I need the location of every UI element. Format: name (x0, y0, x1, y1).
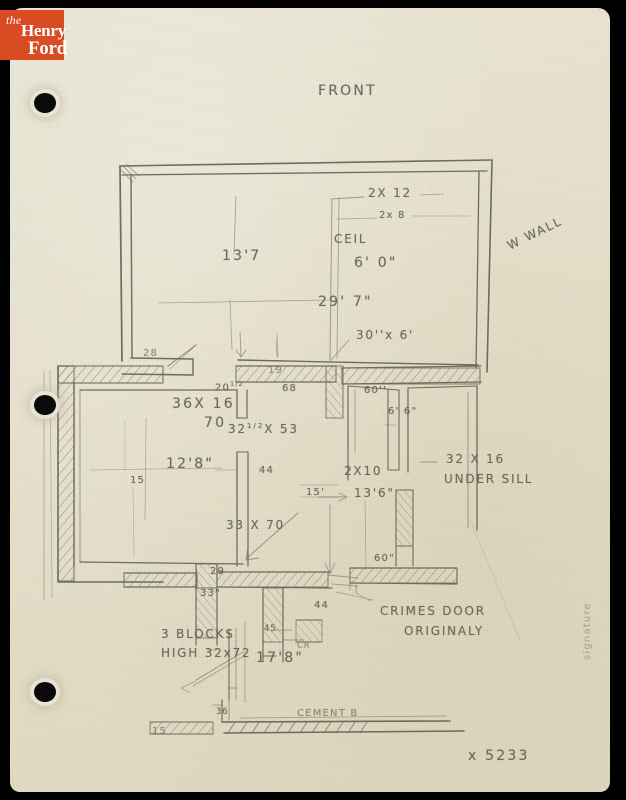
scanned-paper-sheet (10, 8, 610, 792)
label-ceil: CEIL (334, 232, 368, 246)
label-crimes-door-line1: CRIMES DOOR (380, 604, 486, 618)
the-henry-ford-logo: the Henry Ford (0, 10, 67, 60)
label-catalog-number: x 5233 (468, 748, 530, 764)
label-2x8: 2x 8 (379, 210, 406, 221)
label-15-left: 15 (130, 475, 146, 486)
label-6-6: 6' 6" (388, 406, 418, 417)
logo-line-henry: Henry (21, 21, 66, 40)
punch-hole-bottom (34, 682, 56, 702)
label-28: 28 (143, 348, 159, 359)
label-15-mid: 15' (306, 487, 326, 498)
label-20-half: 201/2 (215, 381, 244, 394)
label-blocks-line2: HIGH 32x72 (161, 646, 252, 660)
label-cement-b: CEMENT B (297, 708, 359, 719)
logo-line-ford: Ford (28, 38, 67, 59)
label-44: 44 (259, 465, 275, 476)
label-2x10: 2X10 (344, 464, 383, 478)
label-under-sill: UNDER SILL (444, 472, 534, 486)
label-32x16: 32 X 16 (446, 452, 505, 466)
label-44-lower: 44 (314, 600, 330, 611)
label-13-7: 13'7 (222, 248, 262, 264)
punch-hole-middle (34, 395, 56, 415)
label-17-8: 17'8" (256, 650, 305, 666)
label-13-6: 13'6" (354, 486, 395, 500)
label-36x16: 36X 16 (172, 396, 235, 412)
label-cr: CR (297, 641, 311, 651)
label-30x6: 30''x 6' (356, 328, 415, 342)
label-32half-x-53: 321/2X 53 (228, 421, 299, 436)
label-crimes-door-line2: ORIGINALY (404, 624, 484, 638)
label-12-8: 12'8" (166, 456, 215, 472)
label-ceil-height: 6' 0" (354, 255, 398, 271)
punch-hole-top (34, 93, 56, 113)
label-front: FRONT (318, 83, 377, 99)
label-60-lower: 60" (374, 553, 395, 564)
label-60-inch: 60'' (364, 385, 388, 396)
label-33x70: 33 X 70 (226, 518, 285, 532)
label-68: 68 (282, 383, 298, 394)
label-70: 70 (204, 415, 227, 431)
logo-line-the: the (6, 13, 22, 27)
label-2x12: 2X 12 (368, 186, 412, 200)
